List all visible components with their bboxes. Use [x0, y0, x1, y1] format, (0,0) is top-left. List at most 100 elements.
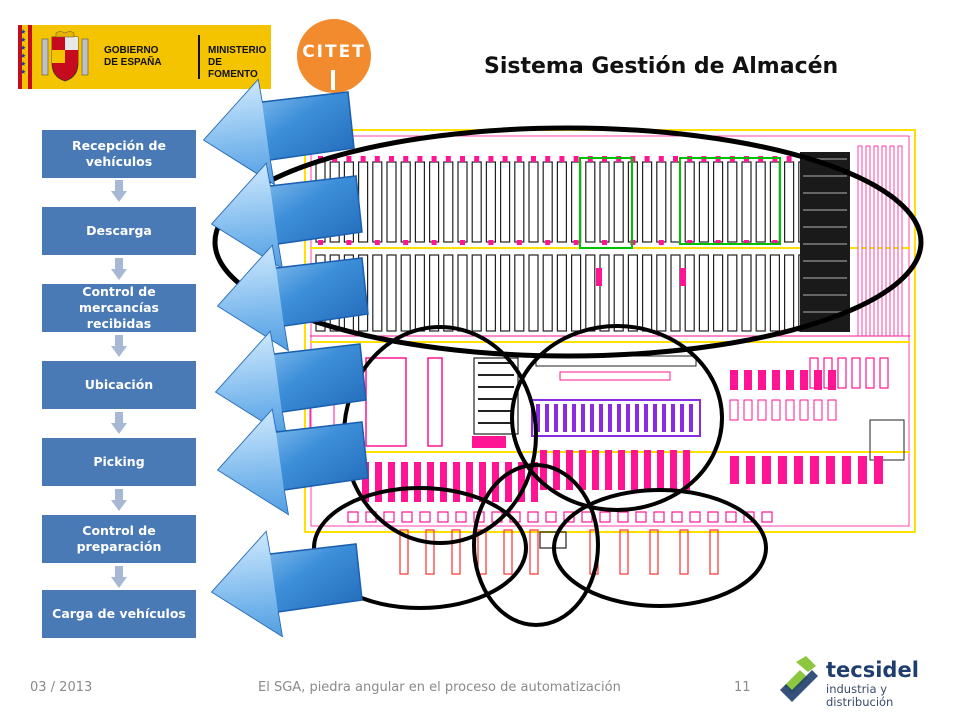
rack — [656, 161, 667, 243]
rack — [857, 145, 863, 337]
rack — [642, 254, 653, 332]
rack — [500, 254, 511, 332]
rack-marker — [403, 240, 409, 245]
rack-marker — [346, 240, 352, 245]
purple-lane — [599, 404, 603, 432]
rack-marker — [545, 240, 551, 245]
rack — [599, 161, 610, 243]
shelf — [375, 462, 382, 502]
high-bay-storage-block — [800, 145, 903, 337]
step-picking: Picking — [42, 438, 196, 486]
big-arrow-icon — [216, 244, 369, 352]
rack — [769, 161, 781, 243]
rack-marker — [673, 156, 678, 162]
shelf — [851, 357, 861, 389]
shelf-line — [478, 398, 514, 400]
shelf — [827, 399, 837, 421]
big-arrow-icon — [210, 162, 363, 270]
purple-lane — [536, 404, 540, 432]
step-unloading: Descarga — [42, 207, 196, 255]
shelf — [540, 450, 547, 490]
shelf — [837, 357, 847, 389]
purple-lane — [572, 404, 576, 432]
rack-marker — [389, 156, 394, 162]
rack-marker — [715, 240, 721, 245]
rack-marker — [772, 240, 778, 245]
rack — [386, 254, 397, 332]
rack — [514, 161, 525, 243]
rack — [414, 254, 425, 332]
rack-marker — [559, 156, 565, 162]
dock-door — [383, 511, 395, 523]
rack-marker — [445, 156, 451, 162]
rack — [443, 254, 454, 332]
rack — [684, 161, 695, 243]
loading-bay — [399, 529, 409, 575]
storage-zone-ellipse — [212, 125, 924, 359]
shelf — [453, 462, 460, 502]
rack — [471, 161, 482, 243]
rack-marker — [502, 156, 508, 162]
dock-door — [419, 511, 431, 523]
rack — [443, 161, 454, 243]
rack-marker — [460, 240, 465, 245]
rack-marker — [531, 156, 536, 162]
rack — [698, 254, 709, 332]
loading-bay — [529, 529, 539, 575]
rack-marker — [516, 156, 522, 162]
rack — [500, 161, 511, 243]
rack — [528, 161, 539, 243]
rack — [755, 161, 766, 243]
citet-logo: CITET — [296, 18, 372, 94]
rack — [873, 145, 879, 337]
rack — [670, 161, 681, 243]
rack — [429, 161, 440, 243]
loading-bay — [709, 529, 719, 575]
rack — [414, 161, 425, 243]
rack-marker — [417, 156, 423, 162]
shelf — [592, 450, 599, 490]
storage-racks-top — [315, 156, 809, 249]
tecsidel-mark-icon — [780, 656, 818, 702]
tecsidel-wordmark: tecsidel — [826, 658, 919, 682]
purple-lane — [680, 404, 684, 432]
shelf — [800, 370, 808, 390]
big-arrow-icon — [216, 408, 369, 516]
rack — [457, 254, 468, 332]
loading-bay — [425, 529, 435, 575]
high-bay-block — [800, 152, 850, 332]
high-bay-line — [803, 209, 847, 211]
dock-door — [599, 511, 611, 523]
shelf — [758, 370, 766, 390]
warehouse-plan — [212, 125, 924, 627]
rack-marker — [658, 240, 664, 245]
big-arrow-icon — [202, 78, 355, 186]
rack-marker — [374, 240, 380, 245]
loading-bay — [649, 529, 659, 575]
shelf-line — [478, 386, 514, 388]
loading-bay — [679, 529, 689, 575]
rack — [400, 161, 411, 243]
rack — [889, 145, 895, 337]
eu-flag-strip — [18, 25, 32, 89]
shelf — [842, 456, 851, 484]
rack-marker — [403, 156, 409, 162]
dock-door — [527, 511, 539, 523]
rack-marker — [573, 240, 579, 245]
shelf — [729, 399, 739, 421]
rack — [571, 254, 582, 332]
purple-lane — [581, 404, 585, 432]
rack-marker — [488, 156, 494, 162]
high-bay-line — [803, 243, 847, 245]
conveyor — [559, 371, 671, 381]
rack-marker — [602, 240, 607, 245]
rack-marker — [644, 156, 650, 162]
shelf — [826, 456, 835, 484]
shelf — [879, 357, 889, 389]
dock-door — [725, 511, 737, 523]
rack — [656, 254, 667, 332]
purple-lane — [590, 404, 594, 432]
rack-marker — [744, 240, 749, 245]
